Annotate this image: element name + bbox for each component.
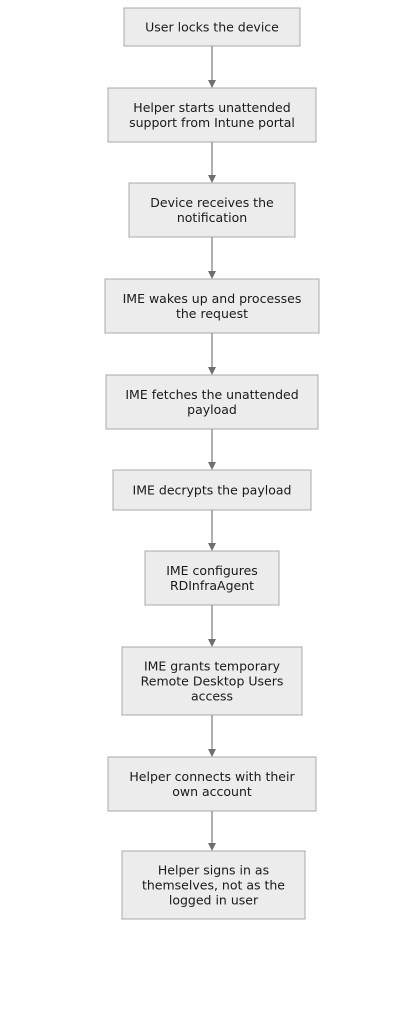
flow-step-box <box>121 850 306 920</box>
flow-step-label: the request <box>176 306 248 321</box>
flow-step-label: Device receives the <box>150 195 274 210</box>
flow-step-label: logged in user <box>169 893 259 908</box>
arrow-head-icon <box>208 462 216 470</box>
arrow-head-icon <box>208 749 216 757</box>
flow-step-box <box>107 87 317 143</box>
flow-arrow-2 <box>208 142 216 183</box>
flow-arrow-7 <box>208 605 216 647</box>
flow-step-label: User locks the device <box>145 20 279 35</box>
flow-arrow-6 <box>208 510 216 551</box>
flow-step-label: access <box>191 689 233 704</box>
flow-step-label: IME fetches the unattended <box>125 387 298 402</box>
flow-step-label: own account <box>172 784 252 799</box>
flow-arrow-9 <box>208 811 216 851</box>
flow-step-box <box>112 469 312 511</box>
flow-arrow-5 <box>208 429 216 470</box>
flow-step-label: Helper connects with their <box>129 769 295 784</box>
arrow-head-icon <box>208 175 216 183</box>
flow-step-label: notification <box>177 210 247 225</box>
flow-step-box <box>121 646 303 716</box>
flow-step-label: RDInfraAgent <box>170 578 254 593</box>
flow-step-box <box>144 550 280 606</box>
flow-step-box <box>107 756 317 812</box>
arrow-head-icon <box>208 639 216 647</box>
flow-step-label: Helper starts unattended <box>133 100 290 115</box>
arrow-head-icon <box>208 843 216 851</box>
flow-step-label: support from Intune portal <box>129 115 295 130</box>
flow-step-box <box>123 7 301 47</box>
arrow-head-icon <box>208 367 216 375</box>
flow-step-box <box>128 182 296 238</box>
arrow-head-icon <box>208 80 216 88</box>
flow-step-label: payload <box>187 402 237 417</box>
flow-step-label: IME decrypts the payload <box>133 483 292 498</box>
flow-step-label: IME wakes up and processes <box>123 291 302 306</box>
flow-step-label: Remote Desktop Users <box>141 674 284 689</box>
flow-step-label: themselves, not as the <box>142 878 285 893</box>
flow-arrow-4 <box>208 333 216 375</box>
arrow-head-icon <box>208 543 216 551</box>
edges-layer <box>208 46 216 851</box>
flow-arrow-8 <box>208 715 216 757</box>
flow-arrow-1 <box>208 46 216 88</box>
flow-step-label: Helper signs in as <box>158 863 269 878</box>
flow-arrow-3 <box>208 237 216 279</box>
flow-step-label: IME grants temporary <box>144 659 281 674</box>
flow-step-1: User locks the device <box>123 7 301 47</box>
flow-step-box <box>105 374 319 430</box>
flow-step-box <box>104 278 320 334</box>
flow-step-label: IME configures <box>166 563 258 578</box>
arrow-head-icon <box>208 271 216 279</box>
flow-step-6: IME decrypts the payload <box>112 469 312 511</box>
